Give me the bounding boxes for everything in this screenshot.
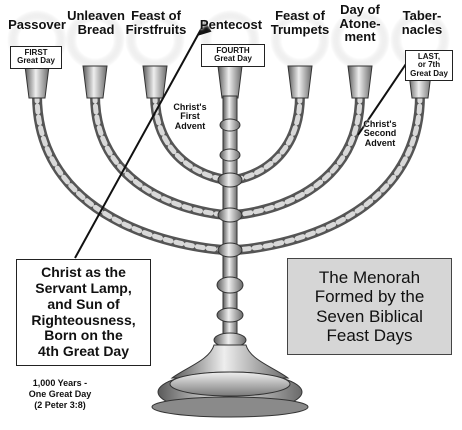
lamp-cups (24, 65, 433, 99)
flame-icon (65, 10, 125, 70)
feast-label-trumpets: Feast of Trumpets (270, 8, 330, 37)
feast-label-unleavened-bread: Unleaven Bread (67, 8, 125, 37)
central-shaft (213, 95, 247, 348)
first-great-day-box: FIRST Great Day (10, 46, 62, 69)
feast-label-tabernacles: Taber- nacles (401, 8, 443, 37)
feast-label-pentecost: Pentecost (199, 17, 263, 32)
feast-label-passover: Passover (8, 17, 66, 32)
flame-icon (330, 10, 390, 70)
fourth-great-day-box: FOURTH Great Day (201, 44, 265, 67)
feast-label-atonement: Day of Atone- ment (339, 2, 381, 45)
second-advent-label: Christ's Second Advent (363, 119, 397, 148)
servant-lamp-box: Christ as the Servant Lamp, and Sun of R… (16, 259, 151, 366)
flame-icon (125, 10, 185, 70)
flame-icon (270, 10, 330, 70)
first-advent-label: Christ's First Advent (173, 102, 207, 131)
last-great-day-box: LAST, or 7th Great Day (405, 50, 453, 82)
diagram-title-box: The Menorah Formed by the Seven Biblical… (287, 258, 452, 355)
feast-label-firstfruits: Feast of Firstfruits (125, 8, 187, 37)
menorah-base (151, 344, 309, 418)
pointer-lines (74, 19, 413, 259)
years-note: 1,000 Years - One Great Day (2 Peter 3:8… (28, 378, 92, 410)
